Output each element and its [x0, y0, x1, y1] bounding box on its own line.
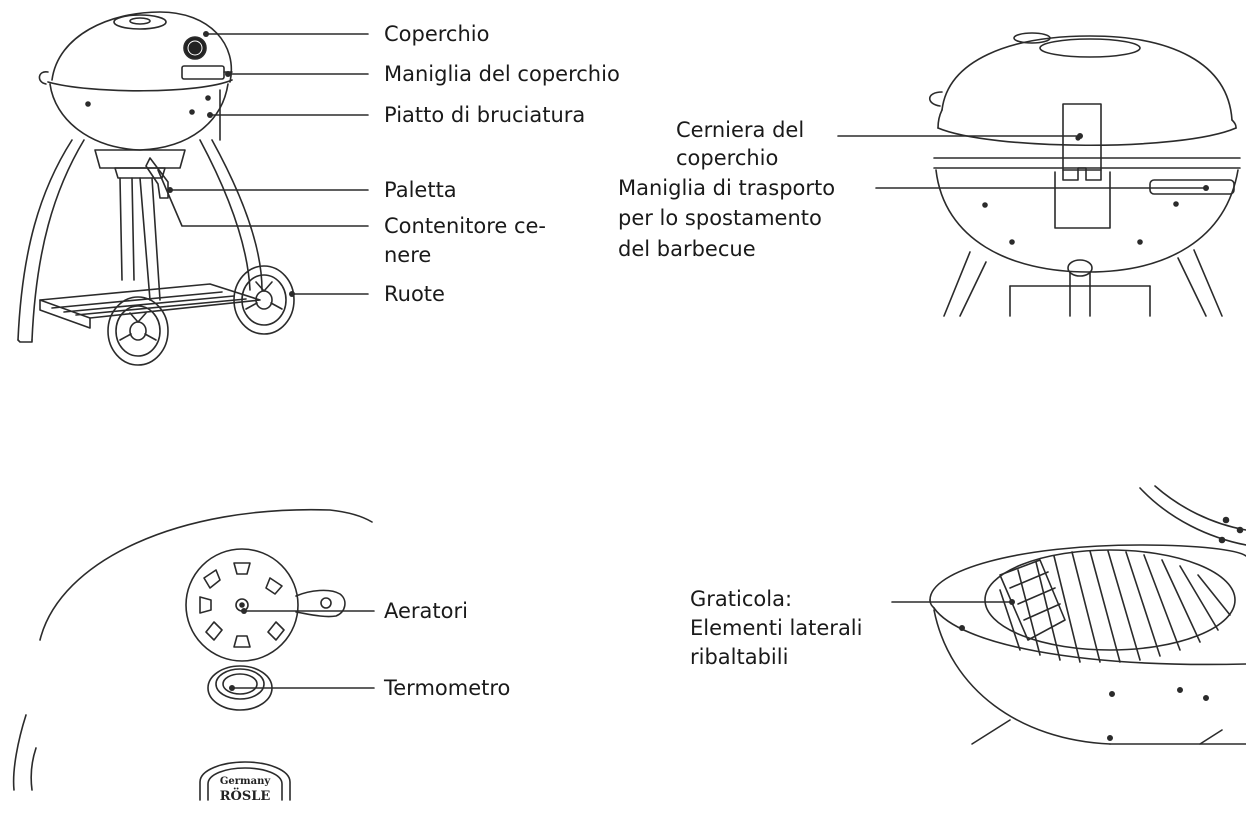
label-cerniera-2: coperchio — [676, 146, 779, 170]
label-cerniera-1: Cerniera del — [676, 118, 805, 142]
grill-grate-drawing — [929, 485, 1246, 745]
label-graticola-1: Graticola: — [690, 587, 793, 611]
leader-lines-panel2 — [837, 135, 1207, 189]
label-graticola-2: Elementi laterali — [690, 616, 863, 640]
logo-brand-text: RÖSLE — [220, 787, 271, 804]
leader-lines-panel1 — [157, 33, 369, 295]
label-trasporto-1: Maniglia di trasporto — [618, 176, 836, 200]
label-trasporto-3: del barbecue — [618, 237, 756, 261]
label-graticola-3: ribaltabili — [690, 645, 789, 669]
label-paletta: Paletta — [384, 178, 457, 202]
kettle-grill-drawing — [17, 11, 295, 366]
leader-lines-panel3 — [231, 610, 375, 689]
logo-germany-text: Germany — [220, 776, 272, 787]
label-termometro: Termometro — [384, 676, 511, 700]
label-maniglia-coperchio: Maniglia del coperchio — [384, 62, 620, 86]
lid-vent-closeup-drawing — [12, 508, 373, 801]
label-ruote: Ruote — [384, 282, 445, 306]
grill-back-view-drawing — [928, 32, 1241, 317]
label-contenitore-cenere-1: Contenitore ce- — [384, 214, 547, 238]
label-contenitore-cenere-2: nere — [384, 243, 432, 267]
label-piatto-bruciatura: Piatto di bruciatura — [384, 103, 586, 127]
label-trasporto-2: per lo spostamento — [618, 206, 822, 230]
label-aeratori: Aeratori — [384, 599, 468, 623]
label-coperchio: Coperchio — [384, 22, 490, 46]
